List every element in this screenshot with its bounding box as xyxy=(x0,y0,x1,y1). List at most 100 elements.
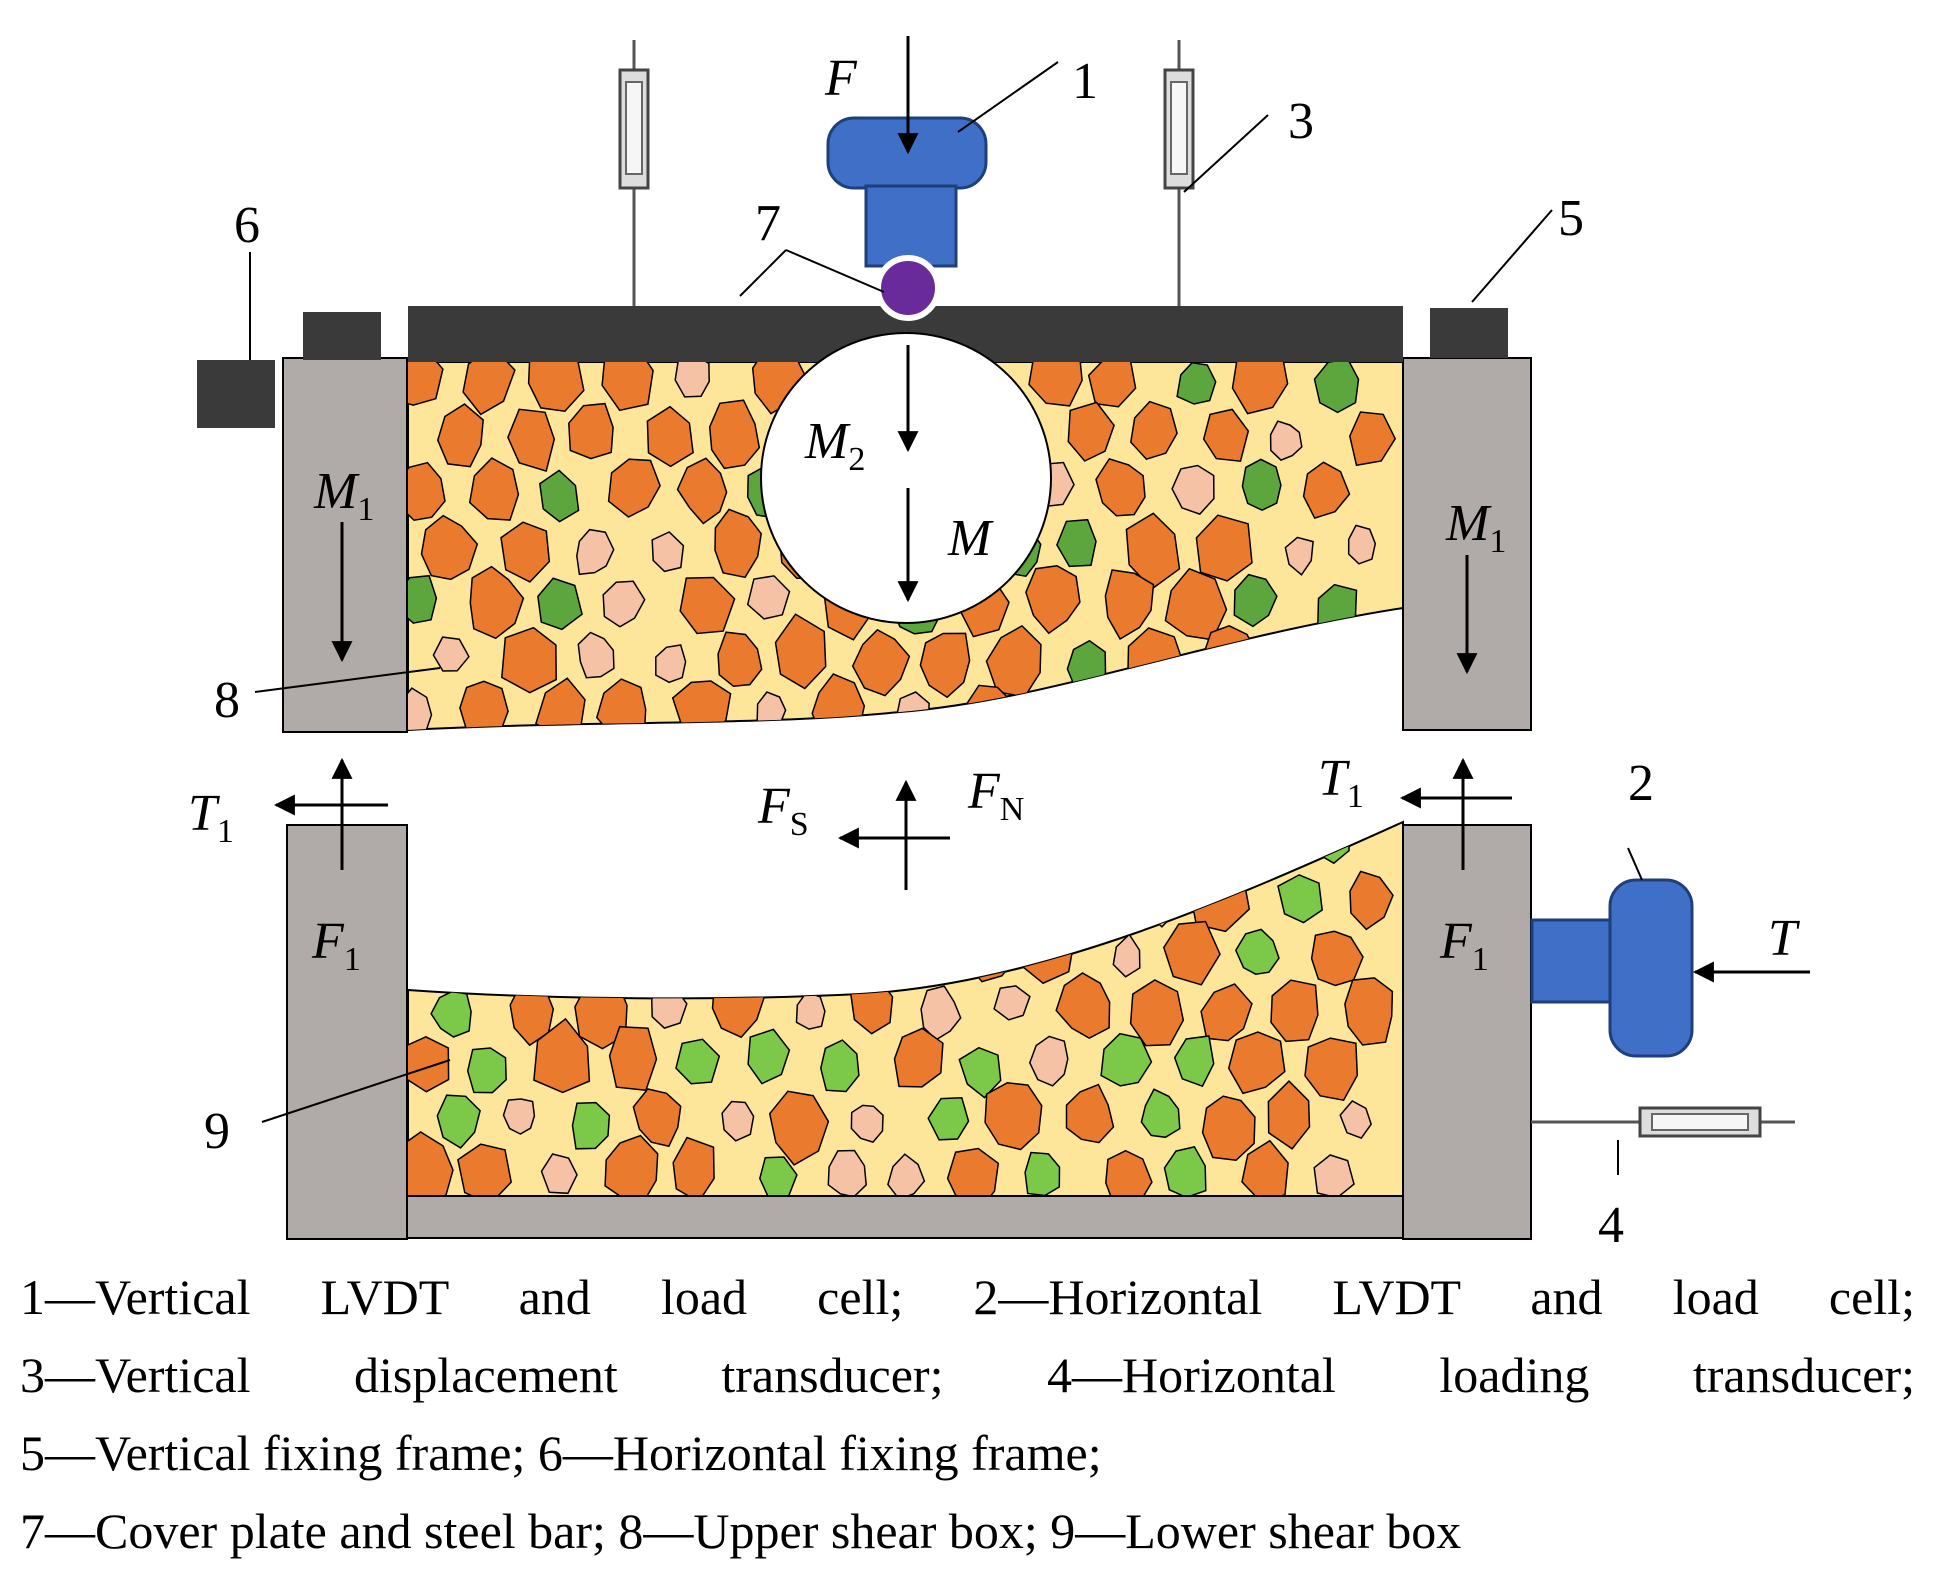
left-upper-frame xyxy=(282,357,408,733)
soil-particle xyxy=(676,923,729,989)
legend-line-3: 5—Vertical fixing frame; 6—Horizontal fi… xyxy=(20,1425,1102,1481)
steel-bar-hole xyxy=(760,332,1052,624)
steel-bar xyxy=(875,255,941,321)
soil-particle xyxy=(646,854,699,924)
soil-particle xyxy=(671,680,732,730)
soil-particle xyxy=(1227,1031,1286,1095)
soil-particle xyxy=(502,1098,536,1135)
soil-particle xyxy=(1313,1154,1355,1196)
soil-particle xyxy=(675,1038,721,1085)
soil-particle xyxy=(1344,977,1394,1046)
soil-particle xyxy=(851,628,911,697)
soil-particle xyxy=(509,981,555,1047)
soil-particle xyxy=(501,626,557,694)
soil-particle xyxy=(535,677,586,730)
leader-lines xyxy=(249,61,1643,1175)
soil-particle xyxy=(607,458,661,518)
soil-particle xyxy=(1067,401,1115,462)
label-M: M xyxy=(947,510,994,567)
soil-particle xyxy=(571,1101,611,1150)
soil-particle xyxy=(1202,408,1250,463)
shear-test-diagram: 1 3 5 6 7 8 9 2 4 F M2 M M1 M1 T1 T1 FS … xyxy=(188,36,1810,1250)
horizontal-load-cell xyxy=(1530,878,1694,1058)
soil-particle xyxy=(774,613,827,690)
soil-particle xyxy=(533,1017,591,1094)
soil-particle xyxy=(771,867,827,933)
label-3: 3 xyxy=(1288,93,1314,150)
legend: 1—Vertical LVDT and load cell; 2—Horizon… xyxy=(20,1258,1915,1570)
soil-particle xyxy=(1129,979,1185,1047)
label-T1-left: T1 xyxy=(188,785,234,850)
soil-particle xyxy=(468,457,520,521)
label-FS: FS xyxy=(757,778,809,843)
soil-particle xyxy=(850,1104,884,1143)
soil-particle xyxy=(714,508,762,579)
soil-particle xyxy=(717,631,763,687)
soil-particle xyxy=(676,457,728,525)
soil-particle xyxy=(1310,930,1364,987)
soil-particle xyxy=(746,575,791,620)
legend-line-2: 3—Vertical displacement transducer; 4—Ho… xyxy=(20,1347,1915,1403)
soil-particle xyxy=(432,636,470,672)
soil-particle xyxy=(408,687,433,730)
label-6: 6 xyxy=(234,197,260,254)
label-M2: M2 xyxy=(804,413,865,478)
soil-particle xyxy=(768,1090,830,1166)
soil-particle xyxy=(1241,458,1282,512)
soil-particle xyxy=(576,528,615,576)
soil-particle xyxy=(597,913,651,981)
soil-particle xyxy=(457,1143,513,1196)
left-lower-frame xyxy=(286,824,408,1240)
soil-particle xyxy=(1171,464,1215,515)
soil-particle xyxy=(466,928,520,980)
soil-particle xyxy=(1304,1037,1359,1102)
soil-particle xyxy=(1028,362,1083,407)
soil-particle xyxy=(674,362,710,398)
soil-particle xyxy=(1201,1095,1256,1161)
soil-particle xyxy=(1301,683,1359,730)
soil-particle xyxy=(1130,400,1178,461)
soil-particle xyxy=(919,632,971,699)
soil-particle xyxy=(1339,1100,1373,1140)
legend-line-1: 1—Vertical LVDT and load cell; 2—Horizon… xyxy=(20,1269,1915,1325)
soil-particle xyxy=(1024,1151,1061,1196)
label-9: 9 xyxy=(204,1103,230,1160)
soil-particle xyxy=(920,985,962,1041)
soil-particle xyxy=(538,469,580,523)
soil-particle xyxy=(1164,567,1228,641)
soil-particle xyxy=(568,402,614,460)
soil-particle xyxy=(408,574,438,624)
soil-particle xyxy=(651,531,685,573)
legend-line-4: 7—Cover plate and steel bar; 8—Upper she… xyxy=(20,1503,1462,1559)
soil-particle xyxy=(1269,420,1303,461)
soil-particle xyxy=(1100,1032,1153,1087)
soil-particle xyxy=(420,514,479,581)
soil-particle xyxy=(1195,514,1253,582)
soil-particle xyxy=(1278,637,1318,690)
soil-particle xyxy=(1086,689,1139,730)
soil-particle xyxy=(751,918,800,971)
soil-particle xyxy=(759,1156,798,1196)
label-2: 2 xyxy=(1628,755,1654,812)
soil-particle xyxy=(632,1088,682,1148)
horizontal-fixing-frame xyxy=(197,360,275,428)
soil-particle xyxy=(893,1027,944,1088)
horizontal-loading-transducer xyxy=(1531,1106,1795,1138)
label-M1-left: M1 xyxy=(313,463,374,528)
soil-particle xyxy=(827,1149,867,1196)
vertical-displacement-transducer-left xyxy=(618,40,650,306)
soil-particle xyxy=(1025,565,1081,635)
soil-particle xyxy=(602,580,646,628)
soil-particle xyxy=(577,631,615,679)
bottom-base-plate xyxy=(405,1195,1406,1239)
force-arrows xyxy=(273,36,1810,983)
soil-particle xyxy=(462,362,516,416)
soil-particle xyxy=(408,1035,450,1093)
soil-particle xyxy=(820,1039,860,1093)
soil-particle xyxy=(500,521,551,583)
soil-particle xyxy=(1173,822,1218,873)
soil-particle xyxy=(540,1153,578,1195)
soil-particle xyxy=(408,362,444,406)
soil-particle xyxy=(1162,920,1221,986)
soil-particle xyxy=(708,399,761,470)
